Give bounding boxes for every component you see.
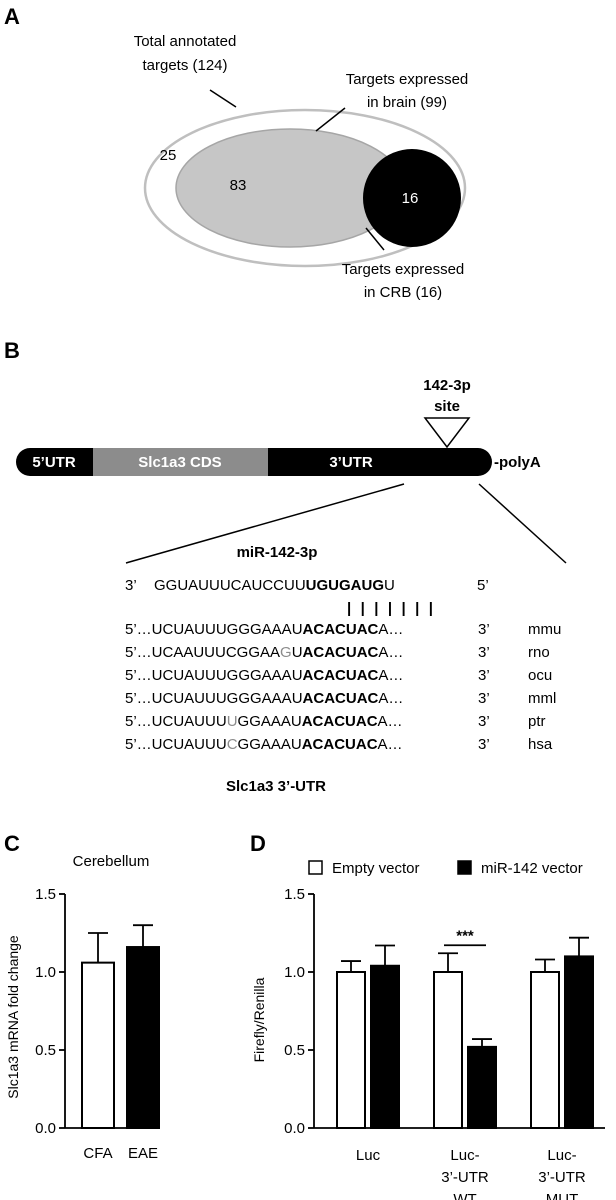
legend-swatch-empty	[308, 860, 323, 875]
panel-label-d: D	[250, 831, 266, 856]
chart-c-title: Cerebellum	[73, 853, 150, 870]
chart-d-xlabel-g1-line0: Luc-	[450, 1147, 479, 1164]
site-triangle-marker	[423, 417, 471, 449]
chart-d-ytick-label: 1.5	[284, 886, 305, 903]
species-label-mmu: mmu	[528, 621, 561, 638]
utr-row-end-ptr: 3’	[478, 713, 490, 730]
venn-outer-label-line2: targets (124)	[142, 57, 227, 74]
chart-c-ytick-label: 0.5	[35, 1042, 56, 1059]
chart-c-ytick-label: 1.0	[35, 964, 56, 981]
chart-d-ytick-label: 0.5	[284, 1042, 305, 1059]
venn-inner-label-line2: in CRB (16)	[364, 284, 442, 301]
venn-middle-label-line2: in brain (99)	[367, 94, 447, 111]
chart-d-xlabel-g2-line0: Luc-	[547, 1147, 576, 1164]
mir-sequence: GGUAUUUCAUCCUUUGUGAUGU	[154, 577, 395, 594]
chart-d-xlabel-g0-line0: Luc	[356, 1147, 381, 1164]
chart-c-bar-cfa	[81, 961, 115, 1130]
zoom-line-left	[125, 483, 405, 564]
significance-stars: ***	[456, 927, 474, 944]
mir-prime-right: 5’	[477, 577, 489, 594]
site-label-line2: site	[434, 398, 460, 415]
legend-swatch-mir	[457, 860, 472, 875]
species-label-rno: rno	[528, 644, 550, 661]
chart-c-ytick-label: 1.5	[35, 886, 56, 903]
species-label-mml: mml	[528, 690, 556, 707]
venn-outer-label-line1: Total annotated	[134, 33, 237, 50]
site-label-line1: 142-3p	[423, 377, 471, 394]
polya-label: -polyA	[494, 454, 541, 471]
utr-row-end-rno: 3’	[478, 644, 490, 661]
utr-row-ptr: 5’…UCUAUUUUGGAAAUACACUACA…	[125, 713, 403, 730]
chart-c-xlabel-cfa: CFA	[83, 1145, 112, 1162]
cds-label: Slc1a3 CDS	[138, 454, 221, 471]
utr-row-rno: 5’…UCAAUUUCGGAAGUACACUACA…	[125, 644, 403, 661]
chart-d-bar-g2-s1	[564, 955, 594, 1130]
chart-d-xlabel-g2-line2: MUT	[546, 1191, 579, 1200]
venn-inner-count: 16	[402, 190, 419, 207]
utr5-label: 5’UTR	[32, 454, 76, 471]
utr-row-mmu: 5’…UCUAUUUGGGAAAUACACUACA…	[125, 621, 403, 638]
venn-middle-leader	[315, 107, 346, 132]
cds-segment	[93, 448, 268, 476]
mir-prime-left: 3’	[125, 577, 137, 594]
utr-row-end-ocu: 3’	[478, 667, 490, 684]
species-label-ptr: ptr	[528, 713, 546, 730]
zoom-line-right	[478, 483, 567, 564]
chart-d-ytick-label: 0.0	[284, 1120, 305, 1137]
chart-d-xlabel-g1-line1: 3’-UTR	[441, 1169, 489, 1186]
chart-c-ytick-label: 0.0	[35, 1120, 56, 1137]
venn-middle-label-line1: Targets expressed	[346, 71, 469, 88]
venn-inner-leader	[365, 227, 385, 251]
venn-middle-count: 83	[230, 177, 247, 194]
chart-d-bar-g0-s0	[336, 971, 366, 1129]
chart-d-bar-g2-s0	[530, 971, 560, 1129]
chart-c-ylabel: Slc1a3 mRNA fold change	[5, 935, 21, 1099]
venn-outer-leader	[209, 89, 237, 108]
utr-row-end-mml: 3’	[478, 690, 490, 707]
utr-row-end-hsa: 3’	[478, 736, 490, 753]
utr3-label: 3’UTR	[329, 454, 373, 471]
legend-label-mir: miR-142 vector	[481, 860, 583, 877]
utr-row-ocu: 5’…UCUAUUUGGGAAAUACACUACA…	[125, 667, 403, 684]
chart-d-bar-g1-s1	[467, 1045, 497, 1130]
panel-label-b: B	[4, 338, 20, 363]
chart-d-ylabel: Firefly/Renilla	[251, 977, 267, 1062]
species-label-hsa: hsa	[528, 736, 553, 753]
venn-inner-circle	[363, 149, 461, 247]
chart-d-bar-g1-s0	[433, 971, 463, 1129]
chart-c-xlabel-eae: EAE	[128, 1145, 158, 1162]
utr-row-end-mmu: 3’	[478, 621, 490, 638]
chart-c-bar-eae	[126, 946, 160, 1129]
species-label-ocu: ocu	[528, 667, 552, 684]
legend-label-empty: Empty vector	[332, 860, 420, 877]
utr-row-mml: 5’…UCUAUUUGGGAAAUACACUACA…	[125, 690, 403, 707]
pairing-bars: |||||||	[347, 600, 433, 617]
venn-inner-label-line1: Targets expressed	[342, 261, 465, 278]
chart-d-bar-g0-s1	[370, 964, 400, 1130]
chart-d-xlabel-g2-line1: 3’-UTR	[538, 1169, 586, 1186]
mir-title: miR-142-3p	[237, 544, 318, 561]
chart-d-xlabel-g1-line2: WT	[453, 1191, 476, 1200]
panel-label-a: A	[4, 4, 20, 29]
utr-alignment: 5’…UCUAUUUGGGAAAUACACUACA… 3’ mmu 5’…UCAAUU…	[125, 621, 561, 753]
utr-row-hsa: 5’…UCUAUUUCGGAAAUACACUACA…	[125, 736, 403, 753]
utr-title: Slc1a3 3’-UTR	[226, 778, 326, 795]
venn-outer-count: 25	[160, 147, 177, 164]
panel-label-c: C	[4, 831, 20, 856]
chart-d-ytick-label: 1.0	[284, 964, 305, 981]
